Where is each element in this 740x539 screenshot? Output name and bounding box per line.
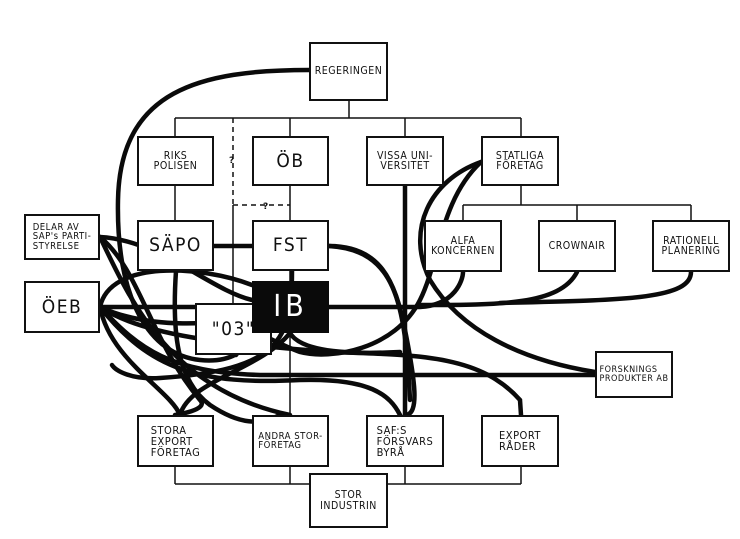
node-label: FST xyxy=(272,234,309,256)
node-ib[interactable]: IB xyxy=(252,281,329,333)
node-regeringen[interactable]: REGERINGEN xyxy=(309,42,388,101)
node-ob[interactable]: ÖB xyxy=(252,136,329,186)
node-label: ÖB xyxy=(276,149,305,172)
node-delar-av-sap[interactable]: DELAR AV SAP's PARTI- STYRELSE xyxy=(24,214,100,260)
node-rationell-planering[interactable]: RATIONELL PLANERING xyxy=(652,220,730,272)
link-regeringen-loop xyxy=(115,67,312,363)
node-label: CROWNAIR xyxy=(548,239,606,252)
node-sapo[interactable]: SÄPO xyxy=(137,220,214,271)
node-alfa-koncernen[interactable]: ALFA KONCERNEN xyxy=(424,220,502,272)
node-label: RIKS POLISEN xyxy=(153,149,198,172)
link-oeb-stora xyxy=(97,304,183,418)
node-label: STATLIGA FÖRETAG xyxy=(495,149,545,172)
link-ib-stora xyxy=(177,330,293,418)
link-ib-forsknings-branch xyxy=(287,330,403,356)
uncertain-marker-2: ? xyxy=(263,202,268,212)
node-forsknings-produkter[interactable]: FORSKNINGS PRODUKTER AB xyxy=(595,351,673,398)
tree-line-regeringen xyxy=(174,101,522,137)
node-label: FORSKNINGS PRODUKTER AB xyxy=(599,364,669,384)
node-statliga-foretag[interactable]: STATLIGA FÖRETAG xyxy=(481,136,559,186)
node-label: STORA EXPORT FÖRETAG xyxy=(150,423,201,459)
node-label: IB xyxy=(273,289,308,324)
node-fst[interactable]: FST xyxy=(252,220,329,271)
uncertain-marker-1: ? xyxy=(229,156,234,166)
node-label: ÖEB xyxy=(41,295,83,318)
node-crownair[interactable]: CROWNAIR xyxy=(538,220,616,272)
node-export-rader[interactable]: EXPORT RÅDER xyxy=(481,415,559,467)
node-label: RATIONELL PLANERING xyxy=(661,234,721,257)
node-stora-export-foretag[interactable]: STORA EXPORT FÖRETAG xyxy=(137,415,214,467)
link-delar-andra xyxy=(97,234,293,418)
node-label: STOR INDUSTRIN xyxy=(320,489,377,512)
node-vissa-universitet[interactable]: VISSA UNI- VERSITET xyxy=(366,136,444,186)
link-oeb-saf xyxy=(97,304,403,418)
node-rikspolisen[interactable]: RIKS POLISEN xyxy=(137,136,214,186)
node-label: ALFA KONCERNEN xyxy=(431,234,495,257)
node-oeb[interactable]: ÖEB xyxy=(24,281,100,333)
node-label: SÄPO xyxy=(149,234,202,256)
link-fst-curve xyxy=(326,243,413,403)
node-label: "03" xyxy=(211,317,256,340)
node-storindustrin[interactable]: STOR INDUSTRIN xyxy=(309,473,388,528)
node-label: SAF:S FÖRSVARS BYRÅ xyxy=(376,423,434,459)
node-label: ANDRA STOR- FÖRETAG xyxy=(258,430,323,451)
node-safs-forsvarsbyra[interactable]: SAF:S FÖRSVARS BYRÅ xyxy=(366,415,444,467)
link-ib-rationell xyxy=(497,269,694,306)
node-label: VISSA UNI- VERSITET xyxy=(376,149,434,172)
node-andra-storforetag[interactable]: ANDRA STOR- FÖRETAG xyxy=(252,415,329,467)
node-label: DELAR AV SAP's PARTI- STYRELSE xyxy=(32,221,92,252)
node-label: REGERINGEN xyxy=(314,65,383,78)
tree-line-statliga xyxy=(462,186,692,220)
node-label: EXPORT RÅDER xyxy=(499,429,541,453)
